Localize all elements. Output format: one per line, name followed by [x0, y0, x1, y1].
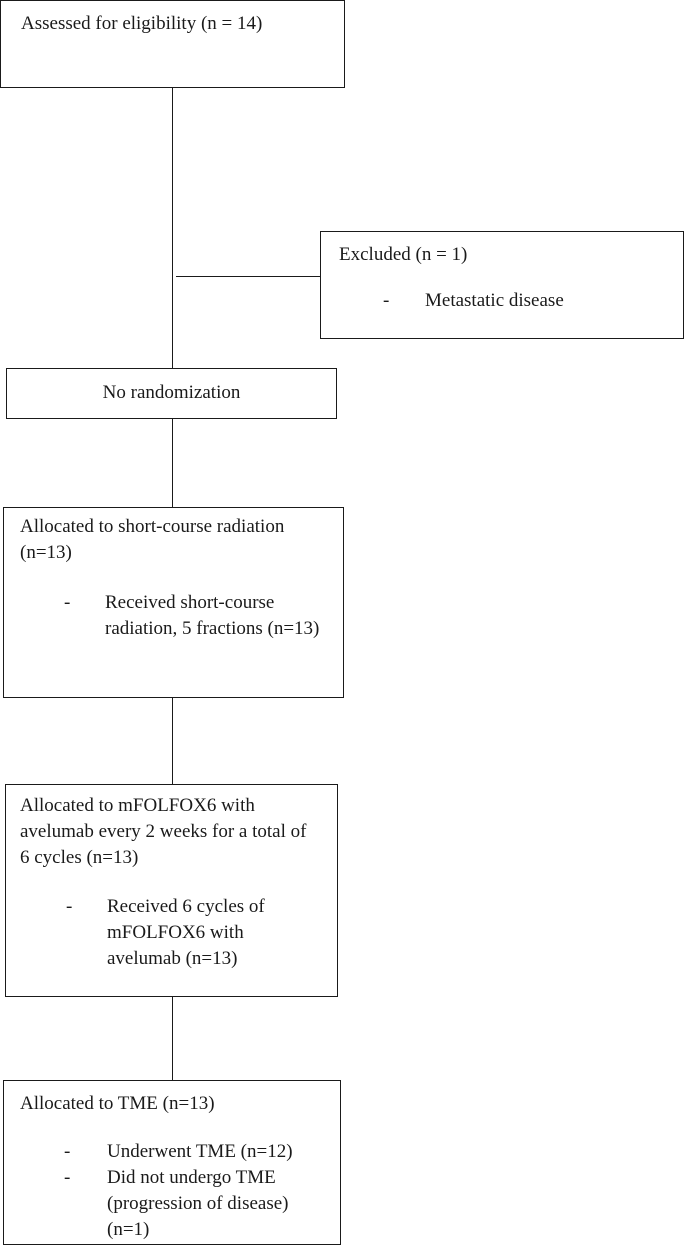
tme-item-2-dash: - [64, 1167, 71, 1188]
tme-item-1-text: Underwent TME (n=12) [107, 1141, 293, 1162]
connector-assessed-randomization [172, 88, 173, 368]
connector-randomization-radiation [172, 419, 173, 507]
tme-item-1-dash: - [64, 1141, 71, 1162]
excluded-label: Excluded (n = 1) [339, 244, 468, 265]
tme-box: Allocated to TME (n=13) - Underwent TME … [3, 1080, 341, 1245]
radiation-box: Allocated to short-course radiation (n=1… [3, 507, 344, 698]
radiation-label: Allocated to short-course radiation (n=1… [20, 516, 285, 563]
randomization-label: No randomization [102, 382, 241, 403]
tme-label: Allocated to TME (n=13) [20, 1093, 215, 1114]
assessed-box: Assessed for eligibility (n = 14) [0, 0, 345, 88]
chemo-label: Allocated to mFOLFOX6 with avelumab ever… [20, 795, 307, 868]
radiation-item-dash: - [64, 592, 71, 613]
excluded-item-dash: - [383, 290, 390, 311]
connector-chemo-tme [172, 997, 173, 1080]
connector-radiation-chemo [172, 698, 173, 784]
chemo-item-dash: - [66, 896, 73, 917]
connector-excluded-branch [176, 276, 320, 277]
excluded-item-text: Metastatic disease [425, 290, 564, 311]
excluded-box: Excluded (n = 1) - Metastatic disease [320, 231, 684, 339]
chemo-item-text: Received 6 cycles of mFOLFOX6 with avelu… [107, 896, 265, 969]
radiation-item-text: Received short-course radiation, 5 fract… [105, 592, 320, 639]
assessed-label: Assessed for eligibility (n = 14) [21, 13, 263, 34]
tme-item-2-text: Did not undergo TME (progression of dise… [107, 1167, 289, 1240]
chemo-box: Allocated to mFOLFOX6 with avelumab ever… [5, 784, 338, 997]
randomization-box: No randomization [6, 368, 337, 419]
